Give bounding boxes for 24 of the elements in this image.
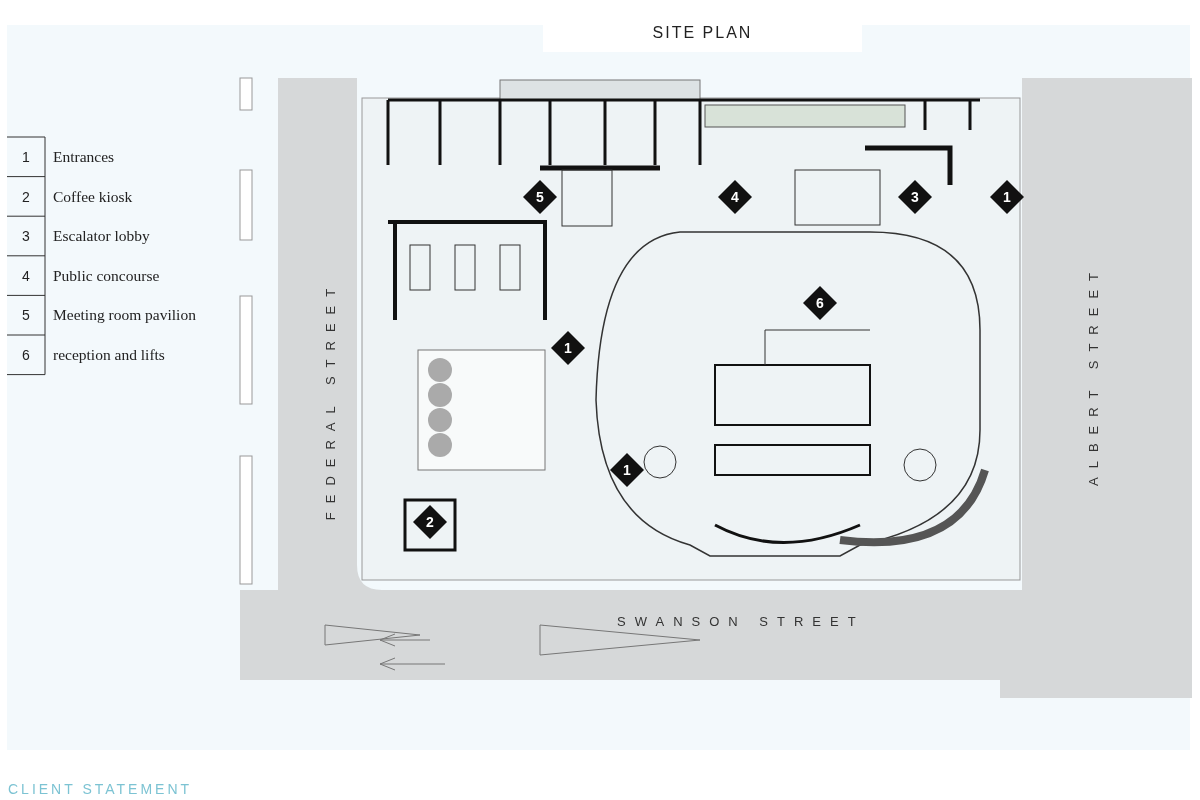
item-description: Meeting room pavilion [53,306,196,325]
street-name: SWANSON STREET [617,614,865,629]
item-number: 5 [21,307,31,324]
callout-number: 1 [564,341,572,355]
item-description: reception and lifts [53,346,165,364]
street-name: ALBERT STREET [1085,264,1101,486]
callout-number: 1 [1003,190,1011,204]
callout-number: 2 [426,515,434,529]
callout-number: 4 [731,190,739,204]
item-number: 4 [21,267,31,284]
item-description: Coffee kiosk [53,187,133,206]
street-name: FEDERAL STREET [322,279,338,521]
item-number: 6 [21,347,31,363]
callout-number: 3 [911,190,919,204]
item-description: Escalator lobby [53,227,150,246]
item-number: 2 [21,188,31,205]
section-heading: CLIENT STATEMENT [8,781,193,797]
item-number: 1 [21,149,31,165]
item-number: 3 [21,228,31,245]
item-description: Entrances [53,148,115,166]
callout-number: 5 [536,190,544,204]
callout-number: 1 [623,463,631,477]
item-description: Public concourse [53,266,160,285]
callout-number: 6 [816,296,824,310]
